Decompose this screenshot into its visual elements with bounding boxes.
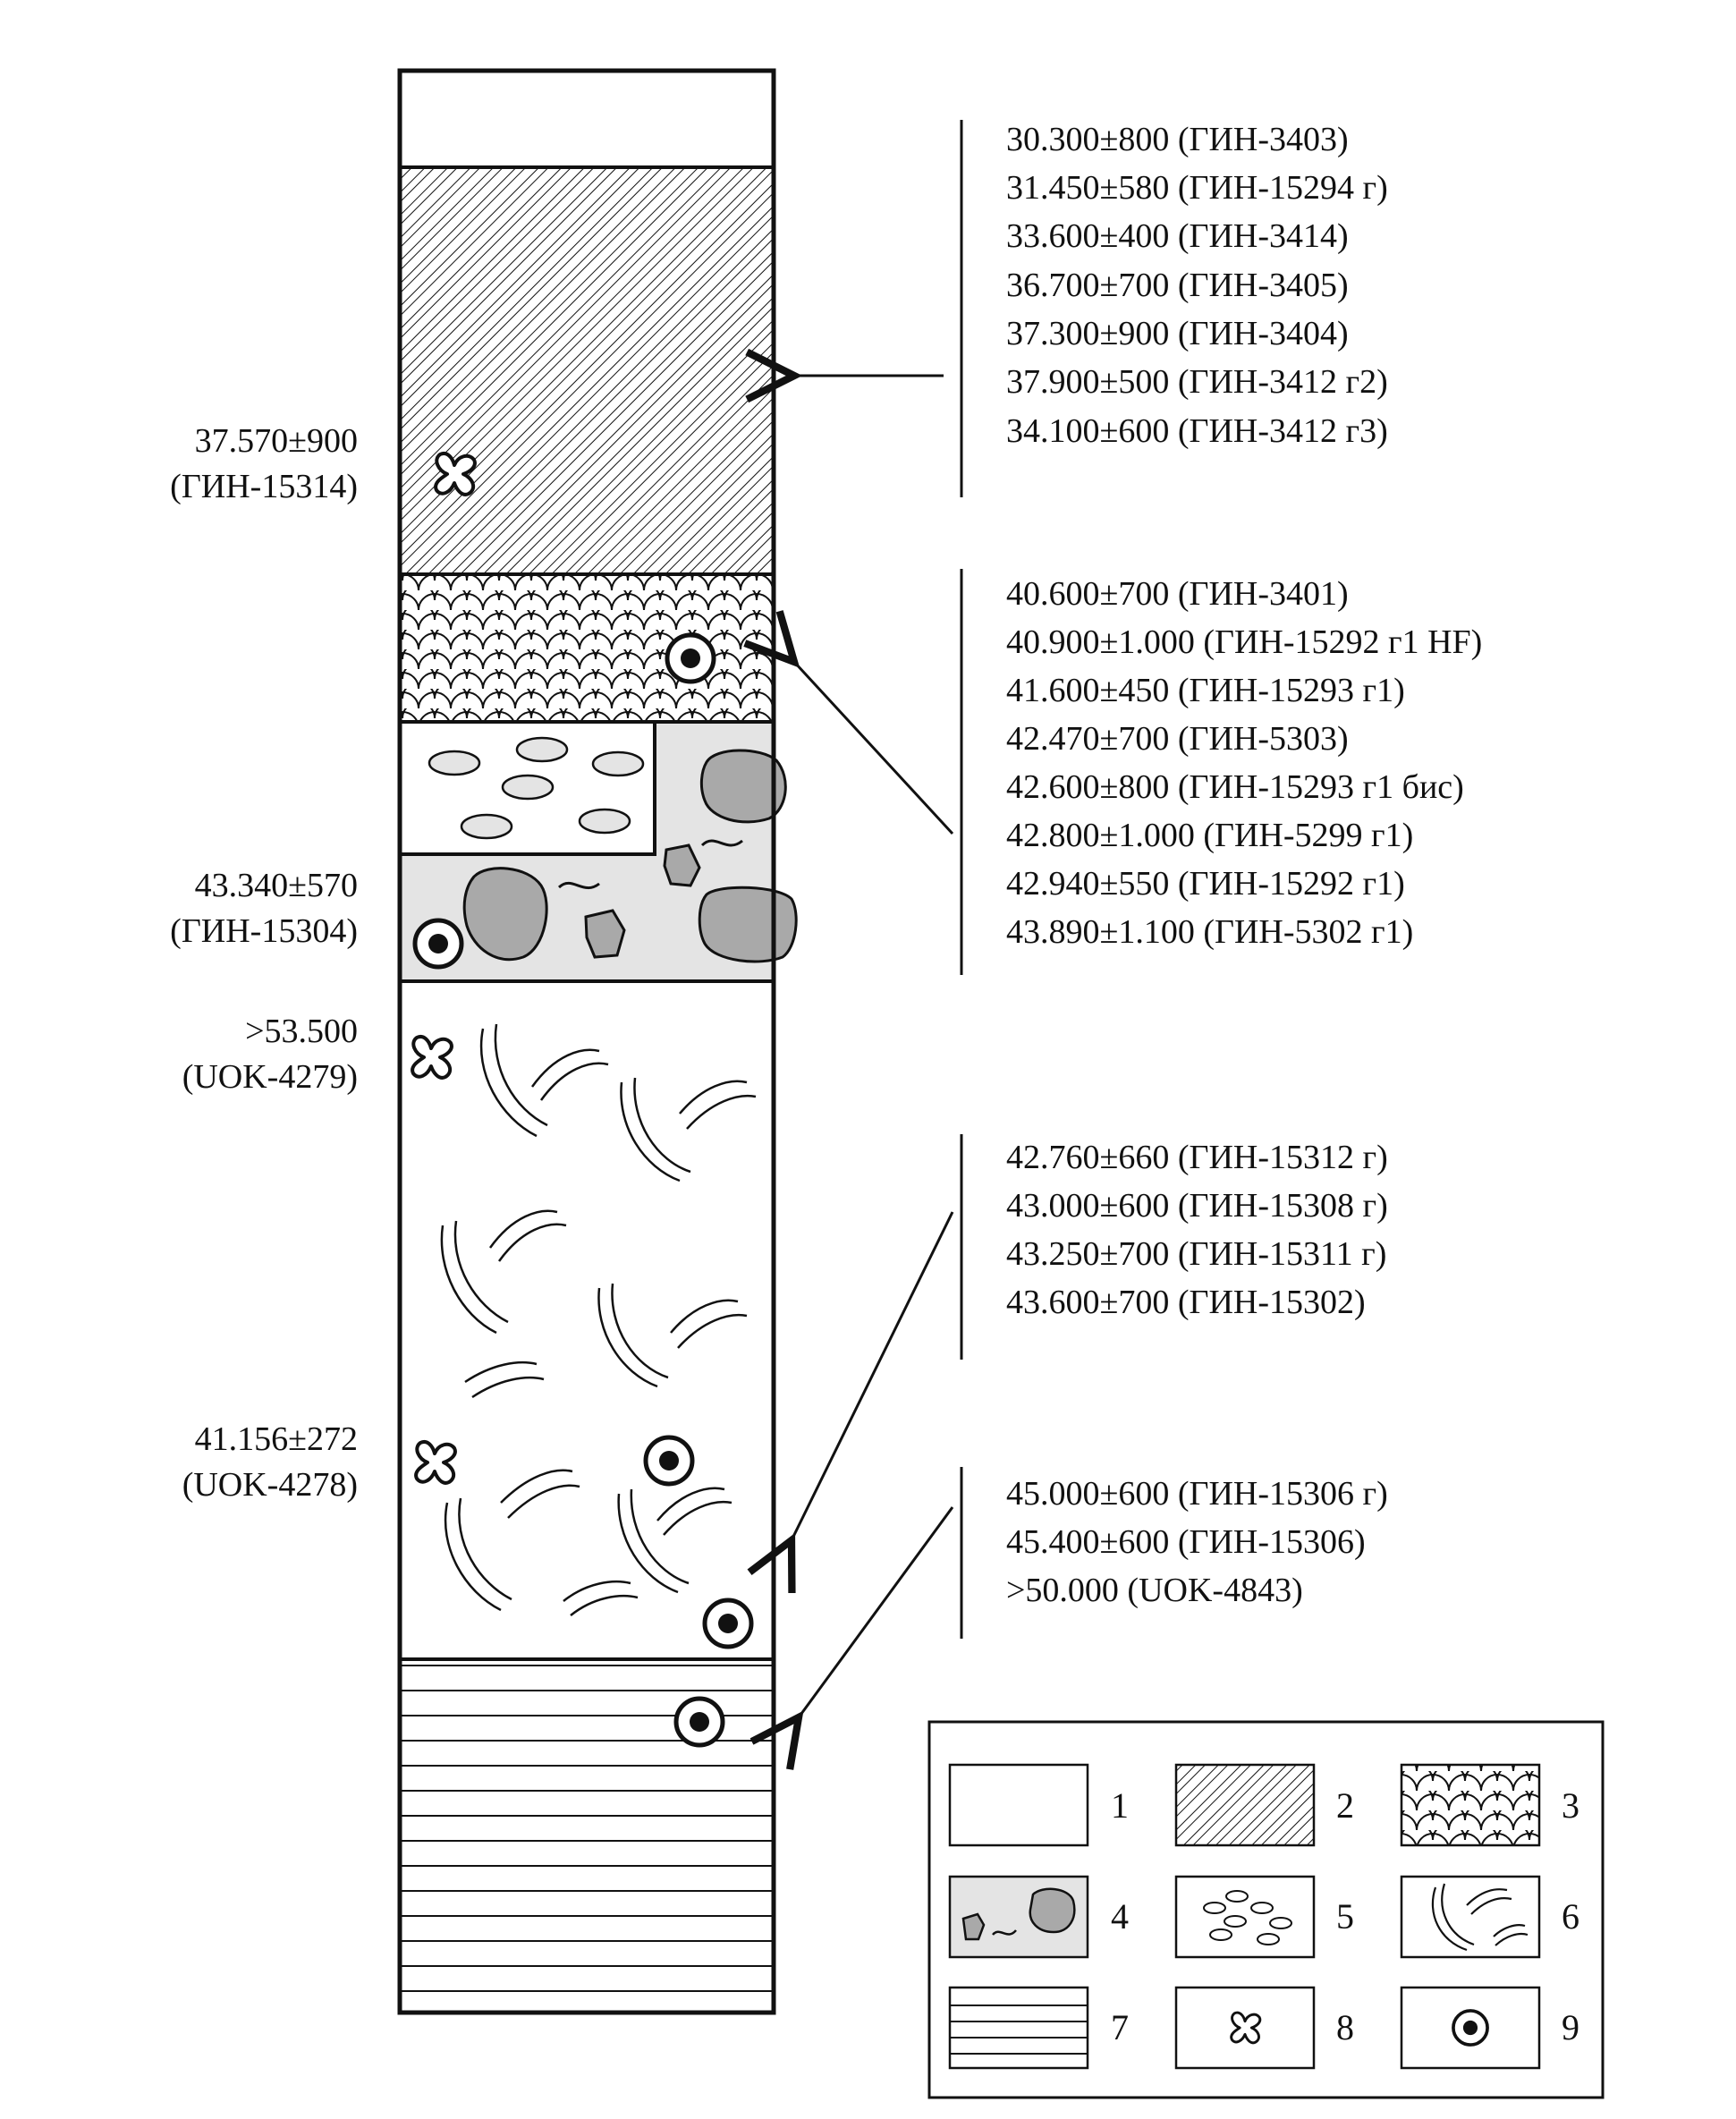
legend-number: 6 <box>1562 1896 1579 1937</box>
legend-number: 9 <box>1562 2007 1579 2047</box>
right-date: 31.450±580 (ГИН-15294 г) <box>1006 169 1388 207</box>
target-icon <box>1452 2009 1489 2047</box>
layer-2-diagonal-hatch <box>400 167 774 574</box>
right-date: >50.000 (UOK-4843) <box>1006 1572 1303 1609</box>
sample-target-2 <box>415 920 462 967</box>
left-dates: 37.570±900 (ГИН-15314) 43.340±570 (ГИН-1… <box>170 422 358 1504</box>
right-date: 42.600±800 (ГИН-15293 г1 бис) <box>1006 768 1464 806</box>
right-date: 43.000±600 (ГИН-15308 г) <box>1006 1187 1388 1225</box>
right-date: 30.300±800 (ГИН-3403) <box>1006 121 1349 158</box>
sample-target-5 <box>676 1699 723 1745</box>
layer-6-arcs <box>400 981 774 1659</box>
right-date: 37.900±500 (ГИН-3412 г2) <box>1006 363 1388 401</box>
right-date: 40.900±1.000 (ГИН-15292 г1 HF) <box>1006 623 1482 661</box>
layer-3-scales <box>400 574 774 722</box>
right-date: 40.600±700 (ГИН-3401) <box>1006 575 1349 613</box>
sample-target-3 <box>646 1437 692 1484</box>
legend-item-6: 6 <box>1400 1875 1579 1959</box>
legend-number: 4 <box>1111 1896 1129 1937</box>
left-date-lab: (UOK-4278) <box>182 1466 358 1504</box>
column-outline <box>397 68 776 2015</box>
legend-number: 5 <box>1336 1896 1354 1937</box>
legend-number: 1 <box>1111 1785 1129 1826</box>
layer-boundaries <box>400 165 774 1661</box>
legend-item-4: 4 <box>948 1875 1129 1959</box>
right-date: 45.400±600 (ГИН-15306) <box>1006 1523 1366 1561</box>
right-date: 42.800±1.000 (ГИН-5299 г1) <box>1006 817 1413 854</box>
right-dates: 30.300±800 (ГИН-3403) 31.450±580 (ГИН-15… <box>1006 121 1482 1609</box>
right-date: 33.600±400 (ГИН-3414) <box>1006 217 1349 255</box>
legend-number: 2 <box>1336 1785 1354 1826</box>
right-date: 34.100±600 (ГИН-3412 г3) <box>1006 412 1388 450</box>
right-date: 43.250±700 (ГИН-15311 г) <box>1006 1235 1386 1273</box>
clast-wiggles <box>557 839 743 890</box>
right-date: 45.000±600 (ГИН-15306 г) <box>1006 1475 1388 1513</box>
legend-item-2: 2 <box>1174 1763 1354 1847</box>
legend-number: 3 <box>1562 1785 1579 1826</box>
sample-target-1 <box>667 635 714 682</box>
right-date-arrows <box>792 376 954 1717</box>
left-date-value: 37.570±900 <box>195 422 358 460</box>
right-date: 42.470±700 (ГИН-5303) <box>1006 720 1349 758</box>
right-date: 42.940±550 (ГИН-15292 г1) <box>1006 865 1405 903</box>
layer-1-blank <box>400 71 774 167</box>
right-date: 37.300±900 (ГИН-3404) <box>1006 315 1349 352</box>
right-date: 36.700±700 (ГИН-3405) <box>1006 267 1349 304</box>
legend-item-9: 9 <box>1400 1986 1579 2070</box>
legend-number: 8 <box>1336 2007 1354 2047</box>
right-date: 43.600±700 (ГИН-15302) <box>1006 1284 1366 1321</box>
left-date-value: 43.340±570 <box>195 867 358 904</box>
sample-target-4 <box>705 1600 751 1647</box>
left-date-lab: (ГИН-15314) <box>170 468 358 505</box>
arc-marks <box>440 1023 757 1616</box>
left-date-lab: (UOK-4279) <box>182 1058 358 1096</box>
legend-item-5: 5 <box>1174 1875 1354 1959</box>
legend: 1 2 3 4 5 <box>927 1720 1605 2099</box>
left-date-lab: (ГИН-15304) <box>170 912 358 950</box>
stratigraphic-column <box>397 68 798 2015</box>
left-date-value: >53.500 <box>245 1013 358 1050</box>
oval-cluster <box>428 736 645 840</box>
right-date: 43.890±1.100 (ГИН-5302 г1) <box>1006 913 1413 951</box>
left-date-value: 41.156±272 <box>195 1420 358 1458</box>
legend-item-1: 1 <box>948 1763 1129 1847</box>
legend-item-7: 7 <box>948 1986 1129 2070</box>
right-date: 41.600±450 (ГИН-15293 г1) <box>1006 672 1405 709</box>
legend-number: 7 <box>1111 2007 1129 2047</box>
right-date: 42.760±660 (ГИН-15312 г) <box>1006 1139 1388 1176</box>
legend-item-3: 3 <box>1400 1763 1579 1847</box>
legend-item-8: 8 <box>1174 1986 1354 2070</box>
